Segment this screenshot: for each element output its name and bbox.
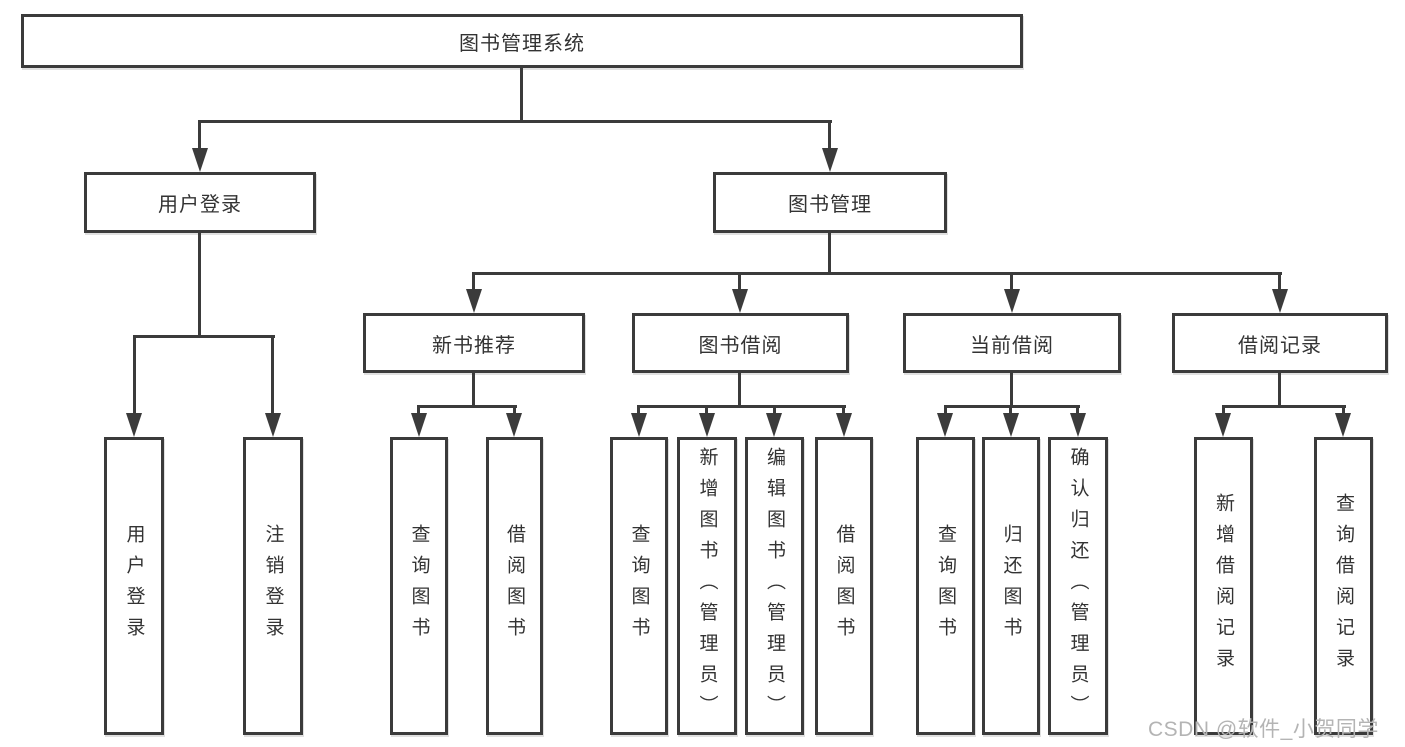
arrow-down-icon xyxy=(1335,413,1351,437)
connector-line xyxy=(271,335,274,415)
arrow-down-icon xyxy=(506,413,522,437)
arrow-down-icon xyxy=(126,413,142,437)
connector-line xyxy=(637,405,640,417)
connector-line xyxy=(1222,405,1346,408)
node-label: 当前借阅 xyxy=(970,334,1054,357)
connector-line xyxy=(133,335,136,415)
leaf-label: 确认归还（管理员） xyxy=(1067,446,1089,726)
leaf-return-books: 归还图书 xyxy=(982,437,1040,735)
leaf-add-borrow-record: 新增借阅记录 xyxy=(1194,437,1253,735)
connector-line xyxy=(198,233,201,335)
arrow-down-icon xyxy=(192,148,208,172)
arrow-down-icon xyxy=(411,413,427,437)
connector-line xyxy=(705,405,708,417)
connector-line xyxy=(198,120,201,152)
arrow-down-icon xyxy=(631,413,647,437)
node-current-borrowing: 当前借阅 xyxy=(903,313,1121,373)
arrow-down-icon xyxy=(766,413,782,437)
arrow-down-icon xyxy=(466,289,482,313)
leaf-edit-books-admin: 编辑图书（管理员） xyxy=(745,437,804,735)
connector-line xyxy=(1278,272,1281,292)
leaf-label: 归还图书 xyxy=(1000,524,1022,648)
arrow-down-icon xyxy=(265,413,281,437)
connector-line xyxy=(944,405,1080,408)
watermark-text: CSDN @软件_小贺同学 xyxy=(1148,718,1379,741)
arrow-down-icon xyxy=(732,289,748,313)
connector-line xyxy=(513,405,516,417)
leaf-label: 查询图书 xyxy=(935,524,956,648)
leaf-label: 借阅图书 xyxy=(504,524,525,648)
leaf-label: 新增借阅记录 xyxy=(1213,493,1234,679)
connector-line xyxy=(828,120,831,152)
leaf-query-books-borrow: 查询图书 xyxy=(610,437,668,735)
arrow-down-icon xyxy=(937,413,953,437)
leaf-label: 查询图书 xyxy=(628,524,650,648)
leaf-user-login: 用户登录 xyxy=(104,437,164,735)
leaf-label: 查询借阅记录 xyxy=(1333,493,1354,679)
connector-line xyxy=(1010,373,1013,405)
leaf-add-books-admin: 新增图书（管理员） xyxy=(677,437,737,735)
connector-line xyxy=(828,233,831,272)
connector-line xyxy=(738,272,741,292)
connector-line xyxy=(1010,272,1013,292)
leaf-label: 编辑图书（管理员） xyxy=(764,446,785,726)
connector-line xyxy=(738,373,741,405)
connector-line xyxy=(520,66,523,120)
connector-line xyxy=(773,405,776,417)
leaf-logout-login: 注销登录 xyxy=(243,437,303,735)
node-user-login: 用户登录 xyxy=(84,172,316,233)
connector-line xyxy=(472,272,1282,275)
leaf-query-books-current: 查询图书 xyxy=(916,437,975,735)
leaf-label: 借阅图书 xyxy=(833,524,855,648)
leaf-query-books-recommend: 查询图书 xyxy=(390,437,448,735)
leaf-label: 注销登录 xyxy=(262,524,284,648)
connector-line xyxy=(1278,373,1281,405)
node-borrowing-records: 借阅记录 xyxy=(1172,313,1388,373)
node-label: 借阅记录 xyxy=(1238,334,1322,357)
node-label: 图书借阅 xyxy=(698,334,783,357)
connector-line xyxy=(417,405,420,417)
connector-line xyxy=(637,405,846,408)
arrow-down-icon xyxy=(1004,289,1020,313)
node-book-borrowing: 图书借阅 xyxy=(632,313,849,373)
leaf-borrow-books-recommend: 借阅图书 xyxy=(486,437,543,735)
leaf-query-borrow-record: 查询借阅记录 xyxy=(1314,437,1373,735)
node-label: 图书管理 xyxy=(788,194,872,216)
node-label: 用户登录 xyxy=(158,194,242,216)
connector-line xyxy=(1009,405,1012,417)
node-label: 新书推荐 xyxy=(432,334,516,357)
arrow-down-icon xyxy=(836,413,852,437)
node-library-management-system: 图书管理系统 xyxy=(21,14,1023,68)
connector-line xyxy=(1076,405,1079,417)
connector-line xyxy=(1222,405,1225,417)
connector-line xyxy=(1342,405,1345,417)
leaf-confirm-return-admin: 确认归还（管理员） xyxy=(1048,437,1108,735)
connector-line xyxy=(472,272,475,292)
leaf-borrow-books: 借阅图书 xyxy=(815,437,873,735)
connector-line xyxy=(944,405,947,417)
node-new-book-recommendation: 新书推荐 xyxy=(363,313,585,373)
leaf-label: 新增图书（管理员） xyxy=(696,446,718,726)
arrow-down-icon xyxy=(822,148,838,172)
node-book-management: 图书管理 xyxy=(713,172,947,233)
arrow-down-icon xyxy=(1003,413,1019,437)
connector-line xyxy=(198,120,832,123)
connector-line xyxy=(842,405,845,417)
connector-line xyxy=(472,373,475,405)
connector-line xyxy=(417,405,517,408)
leaf-label: 查询图书 xyxy=(408,524,430,648)
leaf-label: 用户登录 xyxy=(123,524,145,648)
connector-line xyxy=(133,335,275,338)
arrow-down-icon xyxy=(1272,289,1288,313)
arrow-down-icon xyxy=(1215,413,1231,437)
arrow-down-icon xyxy=(1070,413,1086,437)
arrow-down-icon xyxy=(699,413,715,437)
node-label: 图书管理系统 xyxy=(459,32,585,55)
